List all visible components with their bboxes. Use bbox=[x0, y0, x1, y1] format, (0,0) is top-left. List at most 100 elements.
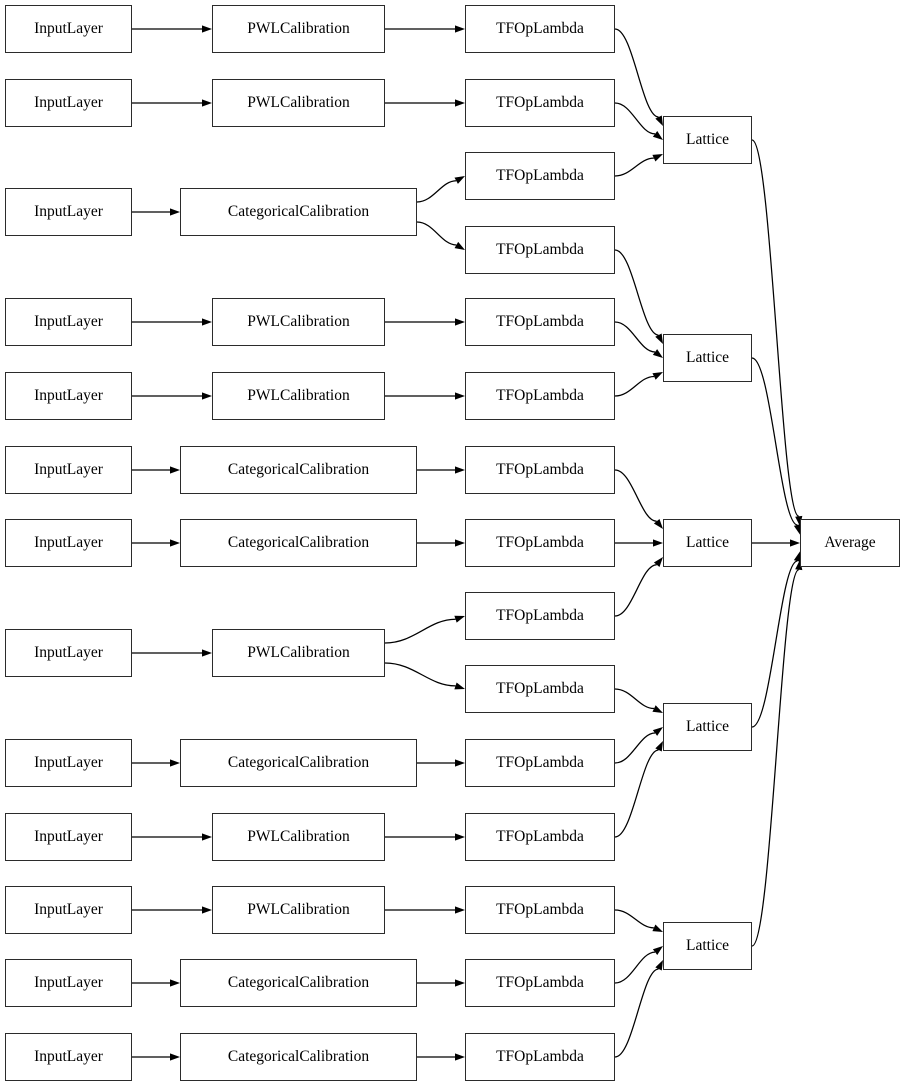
node-label: TFOpLambda bbox=[496, 828, 584, 846]
node-in2: InputLayer bbox=[5, 79, 132, 127]
node-cal2: PWLCalibration bbox=[212, 79, 385, 127]
edge-arrowhead bbox=[652, 349, 663, 358]
edge-arrowhead bbox=[202, 392, 212, 400]
edge-arrowhead bbox=[655, 741, 663, 752]
node-in7: InputLayer bbox=[5, 519, 132, 567]
node-label: TFOpLambda bbox=[496, 974, 584, 992]
node-cal13: CategoricalCalibration bbox=[180, 1033, 417, 1081]
node-label: InputLayer bbox=[34, 754, 103, 772]
edge-arrowhead bbox=[455, 979, 465, 987]
edge-tf15-to-lat5 bbox=[614, 968, 659, 1058]
node-cal7: CategoricalCalibration bbox=[180, 519, 417, 567]
node-in11: InputLayer bbox=[5, 886, 132, 934]
node-tf10: TFOpLambda bbox=[465, 665, 615, 713]
node-lat5: Lattice bbox=[663, 922, 752, 970]
edge-lat4-to-avg bbox=[751, 560, 798, 728]
node-tf11: TFOpLambda bbox=[465, 739, 615, 787]
edge-arrowhead bbox=[655, 115, 663, 126]
edge-arrowhead bbox=[202, 649, 212, 657]
node-label: InputLayer bbox=[34, 1048, 103, 1066]
edge-arrowhead bbox=[455, 466, 465, 474]
node-label: TFOpLambda bbox=[496, 167, 584, 185]
edge-cal3-to-tf4 bbox=[416, 221, 457, 246]
node-lat2: Lattice bbox=[663, 334, 752, 382]
node-label: CategoricalCalibration bbox=[227, 754, 370, 772]
edge-arrowhead bbox=[652, 154, 663, 162]
edge-tf14-to-lat5 bbox=[614, 951, 656, 984]
edge-arrowhead bbox=[202, 25, 212, 33]
node-cal5: PWLCalibration bbox=[212, 372, 385, 420]
node-label: InputLayer bbox=[34, 387, 103, 405]
edge-lat2-to-avg bbox=[751, 357, 798, 526]
node-label: InputLayer bbox=[34, 94, 103, 112]
node-label: PWLCalibration bbox=[247, 20, 350, 38]
node-label: InputLayer bbox=[34, 203, 103, 221]
edge-arrowhead bbox=[652, 705, 663, 713]
node-label: PWLCalibration bbox=[247, 644, 350, 662]
node-in1: InputLayer bbox=[5, 5, 132, 53]
edge-tf4-to-lat2 bbox=[614, 249, 659, 336]
node-label: CategoricalCalibration bbox=[227, 974, 370, 992]
edge-arrowhead bbox=[655, 333, 663, 344]
node-in3: InputLayer bbox=[5, 188, 132, 236]
edge-arrowhead bbox=[455, 392, 465, 400]
node-label: InputLayer bbox=[34, 828, 103, 846]
edge-arrowhead bbox=[455, 99, 465, 107]
node-label: PWLCalibration bbox=[247, 901, 350, 919]
edge-arrowhead bbox=[455, 906, 465, 914]
edge-arrowhead bbox=[652, 946, 663, 955]
node-label: TFOpLambda bbox=[496, 313, 584, 331]
edge-arrowhead bbox=[202, 833, 212, 841]
node-label: InputLayer bbox=[34, 534, 103, 552]
edge-arrowhead bbox=[455, 25, 465, 33]
edge-tf9-to-lat3 bbox=[614, 564, 657, 617]
edge-tf1-to-lat1 bbox=[614, 28, 659, 118]
edge-cal3-to-tf3 bbox=[416, 180, 457, 203]
node-label: TFOpLambda bbox=[496, 680, 584, 698]
node-cal10: PWLCalibration bbox=[212, 813, 385, 861]
node-label: PWLCalibration bbox=[247, 313, 350, 331]
node-in4: InputLayer bbox=[5, 298, 132, 346]
edge-lat1-to-avg bbox=[751, 139, 800, 517]
node-in13: InputLayer bbox=[5, 1033, 132, 1081]
edge-arrowhead bbox=[170, 759, 180, 767]
node-tf7: TFOpLambda bbox=[465, 446, 615, 494]
edge-arrowhead bbox=[170, 979, 180, 987]
node-label: TFOpLambda bbox=[496, 534, 584, 552]
node-label: PWLCalibration bbox=[247, 828, 350, 846]
edge-arrowhead bbox=[202, 318, 212, 326]
node-label: Lattice bbox=[685, 534, 730, 552]
edge-arrowhead bbox=[652, 727, 663, 736]
node-label: TFOpLambda bbox=[496, 901, 584, 919]
node-label: Lattice bbox=[685, 937, 730, 955]
node-label: CategoricalCalibration bbox=[227, 203, 370, 221]
edge-lat5-to-avg bbox=[751, 569, 800, 947]
node-cal4: PWLCalibration bbox=[212, 298, 385, 346]
edge-arrowhead bbox=[170, 539, 180, 547]
edge-tf13-to-lat5 bbox=[614, 909, 654, 929]
node-tf14: TFOpLambda bbox=[465, 959, 615, 1007]
edge-arrowhead bbox=[455, 759, 465, 767]
node-label: TFOpLambda bbox=[496, 754, 584, 772]
node-lat4: Lattice bbox=[663, 703, 752, 751]
edge-arrowhead bbox=[455, 539, 465, 547]
edge-arrowhead bbox=[454, 241, 465, 250]
node-lat1: Lattice bbox=[663, 116, 752, 164]
node-label: TFOpLambda bbox=[496, 20, 584, 38]
node-label: PWLCalibration bbox=[247, 387, 350, 405]
node-tf12: TFOpLambda bbox=[465, 813, 615, 861]
node-label: CategoricalCalibration bbox=[227, 534, 370, 552]
edge-cal8-to-tf10 bbox=[384, 662, 456, 687]
node-in6: InputLayer bbox=[5, 446, 132, 494]
edge-arrowhead bbox=[652, 372, 663, 380]
edge-arrowhead bbox=[653, 539, 663, 547]
edge-tf12-to-lat4 bbox=[614, 749, 659, 838]
node-label: CategoricalCalibration bbox=[227, 461, 370, 479]
node-label: CategoricalCalibration bbox=[227, 1048, 370, 1066]
node-avg: Average bbox=[800, 519, 900, 567]
node-label: Lattice bbox=[685, 131, 730, 149]
edge-tf2-to-lat1 bbox=[614, 102, 656, 135]
node-label: TFOpLambda bbox=[496, 607, 584, 625]
node-label: Lattice bbox=[685, 718, 730, 736]
